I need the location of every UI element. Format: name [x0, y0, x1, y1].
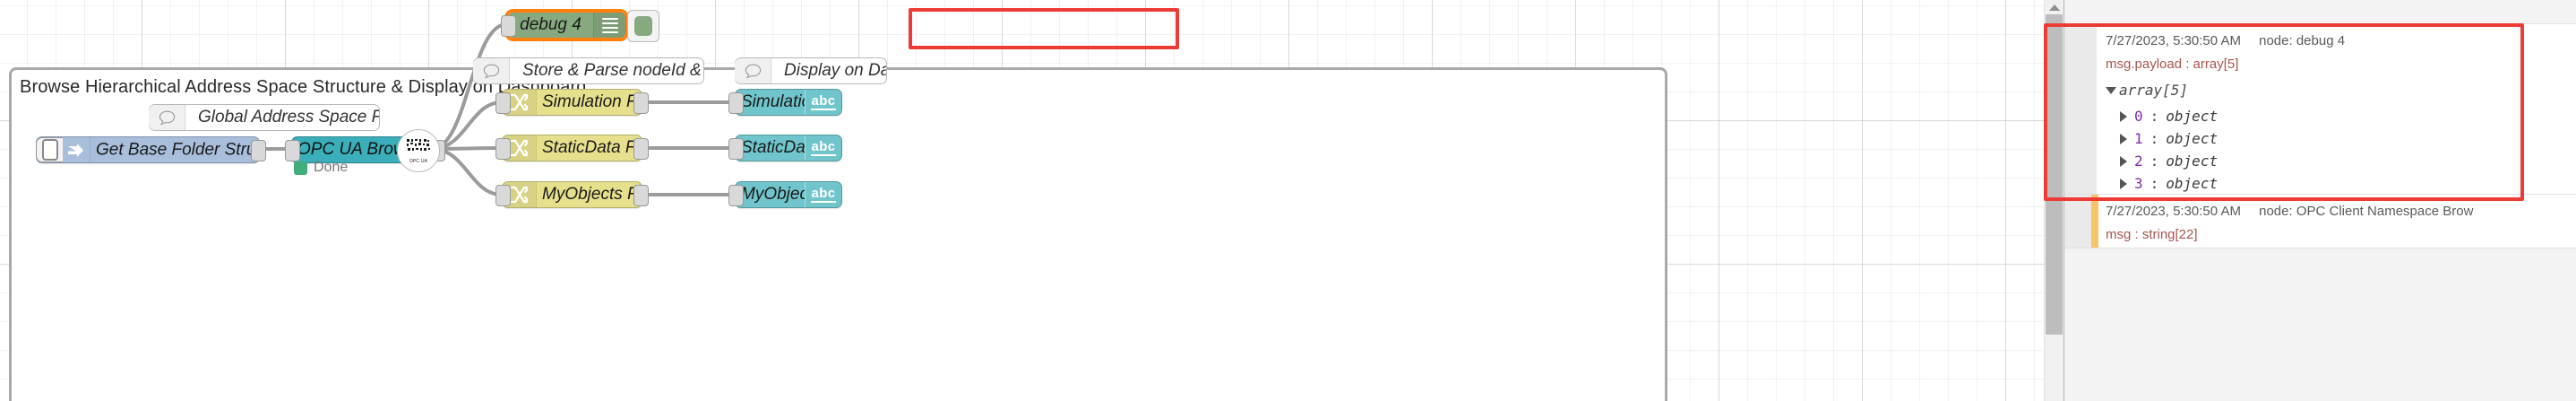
- debug-message-topic: msg : string[22]: [2106, 227, 2198, 242]
- scrollbar-thumb[interactable]: [2046, 14, 2063, 335]
- function-input-port[interactable]: [495, 138, 511, 160]
- ui-text-node-staticdata[interactable]: StaticData abc: [728, 135, 842, 161]
- function-output-port[interactable]: [633, 92, 649, 114]
- abc-icon-text: abc: [811, 139, 836, 156]
- debug-source-node[interactable]: node: debug 4: [2259, 33, 2346, 48]
- inject-arrow-icon: [63, 137, 90, 162]
- debug-message-gutter: [2064, 24, 2097, 194]
- debug-array-root[interactable]: array[5]: [2106, 82, 2566, 99]
- opcua-input-port[interactable]: [285, 140, 300, 161]
- ui-text-input-port[interactable]: [728, 185, 744, 206]
- inject-node-get-base-folder-structure[interactable]: Get Base Folder Structure1: [36, 136, 266, 163]
- ui-text-node-simulation[interactable]: Simulation abc: [728, 89, 842, 116]
- debug-item-value: object: [2166, 175, 2218, 192]
- function-node-label: Simulation Folder: [542, 92, 642, 111]
- comment-node-global-address-space[interactable]: Global Address Space Folder Browse: [149, 104, 380, 131]
- debug-message-topic: msg.payload : array[5]: [2106, 57, 2239, 72]
- debug-timestamp: 7/27/2023, 5:30:50 AM: [2106, 33, 2241, 48]
- inject-node-label: Get Base Folder Structure1: [90, 140, 259, 160]
- scroll-up-arrow-icon[interactable]: [2045, 0, 2063, 14]
- canvas-vertical-scrollbar[interactable]: [2044, 0, 2063, 401]
- ui-text-node-label: MyObjects: [741, 185, 805, 204]
- ui-text-node-label: Simulation: [741, 92, 805, 111]
- debug-message-header: 7/27/2023, 5:30:50 AM node: debug 4: [2106, 33, 2566, 48]
- comment-node-store-parse[interactable]: Store & Parse nodeId & browseName: [473, 57, 704, 84]
- inject-output-port[interactable]: [251, 140, 266, 161]
- caret-right-icon[interactable]: [2120, 155, 2127, 167]
- debug-sidebar-toolbar: [2064, 0, 2576, 24]
- comment-label: Global Address Space Folder Browse: [198, 108, 379, 126]
- debug-timestamp: 7/27/2023, 5:30:50 AM: [2106, 204, 2241, 219]
- ui-text-input-port[interactable]: [728, 138, 744, 160]
- ui-text-input-port[interactable]: [728, 92, 744, 114]
- function-input-port[interactable]: [495, 92, 511, 114]
- debug-sidebar: 7/27/2023, 5:30:50 AM node: debug 4 msg.…: [2063, 0, 2576, 401]
- function-output-port[interactable]: [633, 138, 649, 160]
- debug-item-key: 0: [2134, 108, 2143, 125]
- opcua-node-status: Done: [294, 160, 348, 176]
- debug-message-header: 7/27/2023, 5:30:50 AM node: OPC Client N…: [2106, 204, 2566, 219]
- abc-icon: abc: [805, 90, 841, 115]
- comment-icon: [735, 58, 771, 83]
- abc-icon-text: abc: [811, 186, 836, 203]
- debug-source-node[interactable]: node: OPC Client Namespace Brow: [2259, 204, 2474, 219]
- debug-item-key: 1: [2134, 130, 2143, 147]
- inject-trigger-button[interactable]: [36, 137, 63, 162]
- abc-icon-text: abc: [811, 93, 836, 110]
- abc-icon: abc: [805, 182, 841, 207]
- debug-node-label: debug 4: [520, 15, 582, 34]
- debug-item-value: object: [2166, 108, 2218, 125]
- debug-node-4[interactable]: debug 4: [501, 9, 659, 42]
- function-node-myobjects-folder[interactable]: MyObjects Folder: [495, 181, 649, 208]
- debug-array-item[interactable]: 0: object: [2106, 105, 2566, 127]
- function-output-port[interactable]: [633, 185, 649, 206]
- function-input-port[interactable]: [495, 185, 511, 206]
- debug-message-level-bar: [2091, 195, 2098, 248]
- comment-icon: [473, 58, 510, 83]
- caret-down-icon[interactable]: [2106, 86, 2116, 94]
- status-text: Done: [314, 160, 349, 175]
- comment-label: Store & Parse nodeId & browseName: [522, 61, 703, 80]
- caret-right-icon[interactable]: [2120, 133, 2127, 144]
- comment-label: Display on Dashboard: [784, 61, 886, 80]
- debug-item-colon: :: [2150, 153, 2159, 170]
- debug-message[interactable]: 7/27/2023, 5:30:50 AM node: debug 4 msg.…: [2064, 24, 2576, 214]
- opcua-logo-icon: OPC UA: [397, 129, 440, 172]
- debug-item-key: 2: [2134, 153, 2143, 170]
- debug-array-item[interactable]: 1: object: [2106, 127, 2566, 150]
- debug-array-item[interactable]: 3: object: [2106, 172, 2566, 195]
- function-node-label: StaticData Folder: [542, 138, 642, 157]
- debug-item-value: object: [2166, 153, 2218, 170]
- abc-icon: abc: [805, 135, 841, 161]
- comment-icon: [149, 105, 185, 130]
- opcua-badge-text: OPC UA: [409, 159, 428, 164]
- debug-array-root-label: array[5]: [2119, 82, 2189, 99]
- debug-array-item[interactable]: 2: object: [2106, 150, 2566, 172]
- debug-item-colon: :: [2150, 175, 2159, 192]
- caret-right-icon[interactable]: [2120, 110, 2127, 122]
- ui-text-node-myobjects[interactable]: MyObjects abc: [728, 181, 842, 208]
- flow-canvas[interactable]: Browse Hierarchical Address Space Struct…: [0, 0, 2063, 401]
- function-node-label: MyObjects Folder: [542, 185, 642, 204]
- function-node-staticdata-folder[interactable]: StaticData Folder: [495, 135, 649, 161]
- debug-item-colon: :: [2150, 108, 2159, 125]
- caret-right-icon[interactable]: [2120, 178, 2127, 189]
- debug-item-key: 3: [2134, 175, 2143, 192]
- comment-node-display-dashboard[interactable]: Display on Dashboard: [735, 57, 887, 84]
- function-node-simulation-folder[interactable]: Simulation Folder: [495, 89, 649, 116]
- debug-lines-icon: [593, 13, 626, 38]
- debug-item-colon: :: [2150, 130, 2159, 147]
- debug-message[interactable]: 7/27/2023, 5:30:50 AM node: OPC Client N…: [2064, 195, 2576, 248]
- inject-label-text: Get Base Folder Structure: [96, 140, 259, 160]
- debug-input-port[interactable]: [501, 15, 516, 37]
- opcua-browser-node[interactable]: OPC UA Browser OP: [285, 129, 445, 172]
- debug-item-value: object: [2166, 130, 2218, 147]
- ui-text-node-label: StaticData: [741, 138, 805, 157]
- debug-enable-toggle-button[interactable]: [627, 10, 659, 42]
- opcua-node-label: OPC UA Browser: [297, 140, 430, 159]
- status-dot: [294, 161, 307, 175]
